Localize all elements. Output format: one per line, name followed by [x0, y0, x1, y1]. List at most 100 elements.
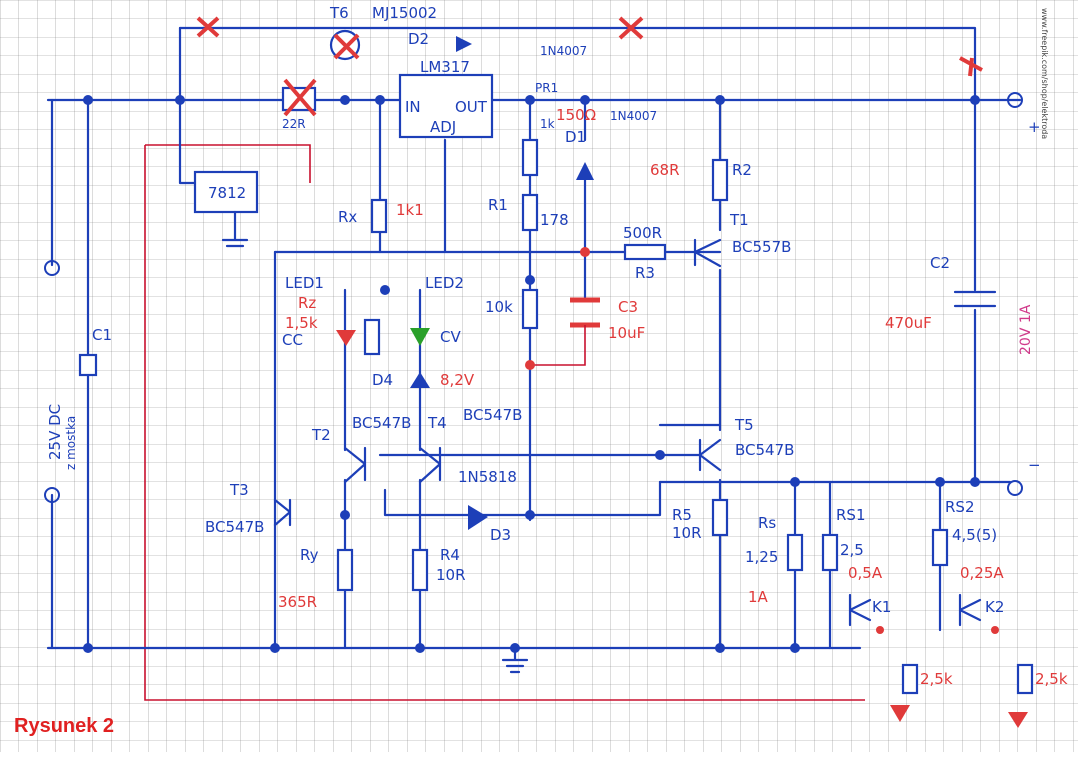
diode-d2 — [456, 36, 472, 52]
terminal-plus — [1007, 92, 1023, 108]
mosfet-k2 — [958, 593, 982, 627]
label-rs1-val: 2,5 — [840, 541, 864, 559]
transistor-t5 — [698, 438, 722, 472]
red-control-wire — [144, 144, 865, 701]
label-d1-part: 1N4007 — [610, 109, 657, 123]
label-t3: T3 — [229, 481, 249, 499]
label-r2-val: 68R — [650, 161, 680, 179]
transistor-t4 — [418, 446, 442, 484]
label-c2-val: 470uF — [885, 314, 932, 332]
resistor-led-k2 — [1016, 663, 1034, 695]
label-rx-val: 1k1 — [396, 201, 424, 219]
label-t3-part: BC547B — [205, 518, 264, 536]
potentiometer-pr1 — [521, 138, 539, 177]
label-pr1-val: 1k — [540, 117, 555, 131]
label-rs2-val: 4,5(5) — [952, 526, 997, 544]
label-t6: T6 — [329, 4, 349, 22]
label-led2: LED2 — [425, 274, 464, 292]
led-k2 — [1008, 712, 1028, 728]
label-r3-val: 500R — [623, 224, 662, 242]
label-t1-part: BC557B — [732, 238, 791, 256]
input-terminal-minus — [44, 487, 60, 503]
watermark-url: www.freepik.com/shop/elektroda — [1040, 8, 1049, 140]
mosfet-k1 — [848, 593, 872, 627]
resistor-rz — [363, 318, 381, 356]
led-cv — [410, 328, 430, 346]
label-rs-note: 1A — [748, 588, 769, 606]
shunt-wires — [793, 480, 942, 650]
regulator-7812 — [193, 170, 259, 214]
resistor-ry — [336, 548, 354, 592]
label-t1: T1 — [729, 211, 749, 229]
resistor-r3 — [623, 243, 667, 261]
label-rz: Rz — [298, 294, 316, 312]
label-r3: R3 — [635, 264, 655, 282]
transistor-t2 — [343, 446, 367, 484]
label-c3: C3 — [618, 298, 638, 316]
resistor-rs — [786, 533, 804, 572]
label-c1: C1 — [92, 326, 112, 344]
label-pr1-note: 150Ω — [556, 106, 596, 124]
label-r5: R5 — [672, 506, 692, 524]
label-d4-val: 8,2V — [440, 371, 475, 389]
resistor-rx — [370, 198, 388, 234]
label-r5-val: 10R — [672, 524, 702, 542]
label-rs-val: 1,25 — [745, 548, 778, 566]
label-cc: CC — [282, 331, 303, 349]
c3-wire — [530, 325, 586, 366]
label-rx: Rx — [338, 208, 357, 226]
cross-mark-2 — [618, 16, 644, 40]
label-r4-val: 10R — [436, 566, 466, 584]
resistor-rs2 — [931, 528, 949, 567]
resistor-rs1 — [821, 533, 839, 572]
label-d1: D1 — [565, 128, 586, 146]
label-cv: CV — [440, 328, 461, 346]
label-7812: 7812 — [208, 184, 246, 202]
label-rz-val: 1,5k — [285, 314, 318, 332]
label-c2: C2 — [930, 254, 950, 272]
transistor-t1 — [693, 238, 722, 268]
label-t6-part: MJ15002 — [372, 4, 437, 22]
label-plus: + — [1028, 118, 1041, 136]
label-ry: Ry — [300, 546, 319, 564]
label-lm-in: IN — [405, 98, 421, 116]
label-rs2: RS2 — [945, 498, 975, 516]
label-lm317: LM317 — [420, 58, 470, 76]
capacitor-c2 — [953, 290, 997, 308]
cross-mark-3 — [959, 56, 983, 77]
label-k2: K2 — [985, 598, 1004, 616]
led-k1 — [890, 705, 910, 722]
schottky-d3 — [468, 505, 488, 530]
label-t2-part: BC547B — [352, 414, 411, 432]
cross-mark-t6 — [333, 33, 360, 60]
label-r1: R1 — [488, 196, 508, 214]
label-minus: − — [1028, 456, 1041, 474]
label-d4: D4 — [372, 371, 393, 389]
label-t4-part: BC547B — [463, 406, 522, 424]
label-input-voltage: 25V DC — [46, 404, 64, 460]
label-t5-part: BC547B — [735, 441, 794, 459]
label-d2: D2 — [408, 30, 429, 48]
t5-wire — [378, 423, 722, 457]
label-pr1: PR1 — [535, 81, 558, 95]
top-bypass-wire — [178, 26, 977, 102]
label-r2: R2 — [732, 161, 752, 179]
resistor-r1 — [521, 193, 539, 232]
junction-dots — [83, 95, 999, 653]
capacitor-c1 — [78, 353, 98, 377]
label-d3: D3 — [490, 526, 511, 544]
label-c2-note: 20V 1A — [1018, 304, 1034, 355]
transistor-t3 — [273, 498, 292, 527]
label-r-led-k2: 2,5k — [1035, 670, 1068, 688]
resistor-r4 — [411, 548, 429, 592]
potentiometer-10k — [521, 288, 539, 330]
ground-symbol — [501, 646, 529, 674]
ground-7812 — [221, 210, 249, 248]
label-ry-val: 365R — [278, 593, 317, 611]
label-r4: R4 — [440, 546, 460, 564]
label-t2: T2 — [311, 426, 331, 444]
label-rs: Rs — [758, 514, 776, 532]
resistor-r2 — [711, 158, 729, 202]
label-c3-val: 10uF — [608, 324, 645, 342]
